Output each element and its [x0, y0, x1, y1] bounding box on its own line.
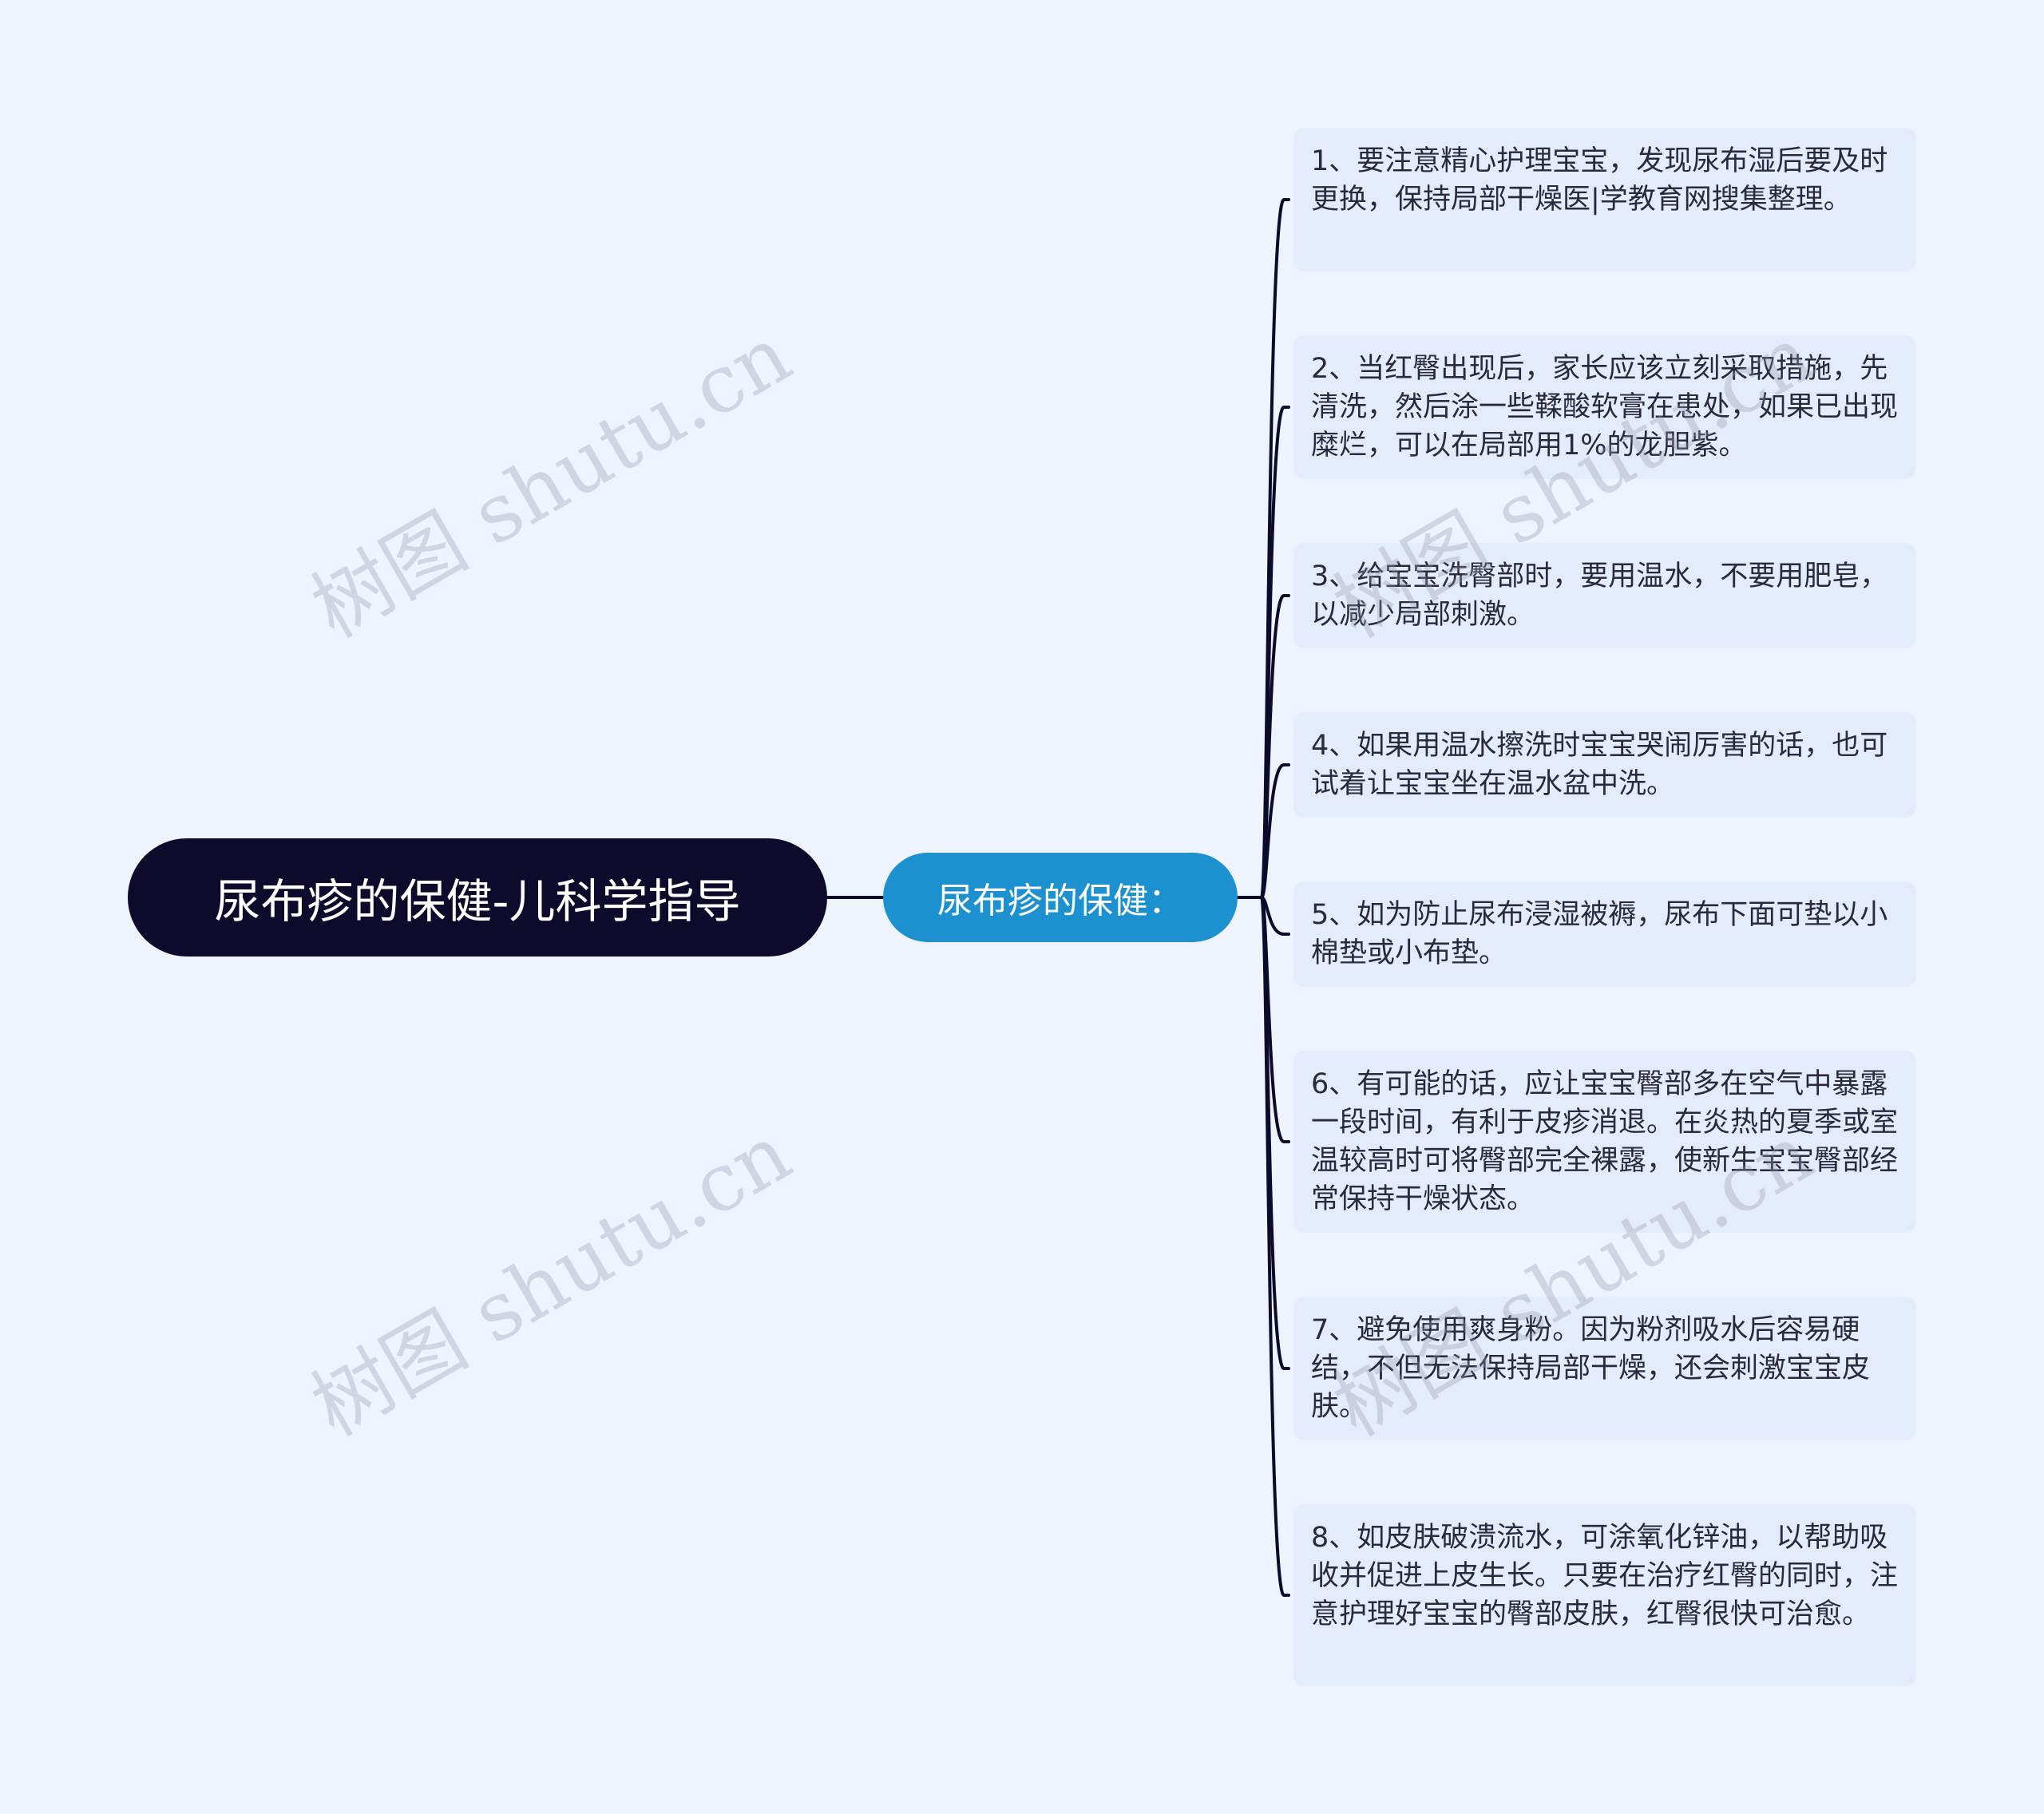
leaf-connector-8 — [1260, 896, 1290, 1597]
leaf-node-1[interactable]: 1、要注意精心护理宝宝，发现尿布湿后要及时更换，保持局部干燥医|学教育网搜集整理… — [1293, 128, 1916, 271]
branch-node[interactable]: 尿布疹的保健： — [883, 853, 1238, 942]
leaf-node-2[interactable]: 2、当红臀出现后，家长应该立刻采取措施，先清洗，然后涂一些鞣酸软膏在患处，如果已… — [1293, 335, 1916, 479]
leaf-node-8[interactable]: 8、如皮肤破溃流水，可涂氧化锌油，以帮助吸收并促进上皮生长。只要在治疗红臀的同时… — [1293, 1504, 1916, 1686]
leaf-node-2-text: 2、当红臀出现后，家长应该立刻采取措施，先清洗，然后涂一些鞣酸软膏在患处，如果已… — [1311, 353, 1899, 461]
leaf-connector-4 — [1260, 763, 1290, 899]
leaf-node-7[interactable]: 7、避免使用爽身粉。因为粉剂吸水后容易硬结，不但无法保持局部干燥，还会刺激宝宝皮… — [1293, 1297, 1916, 1440]
root-node-label: 尿布疹的保健-儿科学指导 — [214, 874, 741, 929]
leaf-node-4[interactable]: 4、如果用温水擦洗时宝宝哭闹厉害的话，也可试着让宝宝坐在温水盆中洗。 — [1293, 712, 1916, 818]
leaf-node-3-text: 3、给宝宝洗臀部时，要用温水，不要用肥皂，以减少局部刺激。 — [1311, 560, 1888, 631]
leaf-node-3[interactable]: 3、给宝宝洗臀部时，要用温水，不要用肥皂，以减少局部刺激。 — [1293, 543, 1916, 648]
leaf-node-5[interactable]: 5、如为防止尿布浸湿被褥，尿布下面可垫以小棉垫或小布垫。 — [1293, 881, 1916, 987]
root-node[interactable]: 尿布疹的保健-儿科学指导 — [128, 838, 827, 957]
leaf-node-6[interactable]: 6、有可能的话，应让宝宝臀部多在空气中暴露一段时间，有利于皮疹消退。在炎热的夏季… — [1293, 1051, 1916, 1233]
leaf-node-5-text: 5、如为防止尿布浸湿被褥，尿布下面可垫以小棉垫或小布垫。 — [1311, 899, 1888, 969]
leaf-node-6-text: 6、有可能的话，应让宝宝臀部多在空气中暴露一段时间，有利于皮疹消退。在炎热的夏季… — [1311, 1068, 1899, 1215]
leaf-node-1-text: 1、要注意精心护理宝宝，发现尿布湿后要及时更换，保持局部干燥医|学教育网搜集整理… — [1311, 145, 1888, 216]
branch-node-label: 尿布疹的保健： — [937, 881, 1183, 921]
leaf-node-8-text: 8、如皮肤破溃流水，可涂氧化锌油，以帮助吸收并促进上皮生长。只要在治疗红臀的同时… — [1311, 1522, 1899, 1630]
leaf-node-4-text: 4、如果用温水擦洗时宝宝哭闹厉害的话，也可试着让宝宝坐在温水盆中洗。 — [1311, 730, 1888, 800]
leaf-node-7-text: 7、避免使用爽身粉。因为粉剂吸水后容易硬结，不但无法保持局部干燥，还会刺激宝宝皮… — [1311, 1314, 1871, 1423]
